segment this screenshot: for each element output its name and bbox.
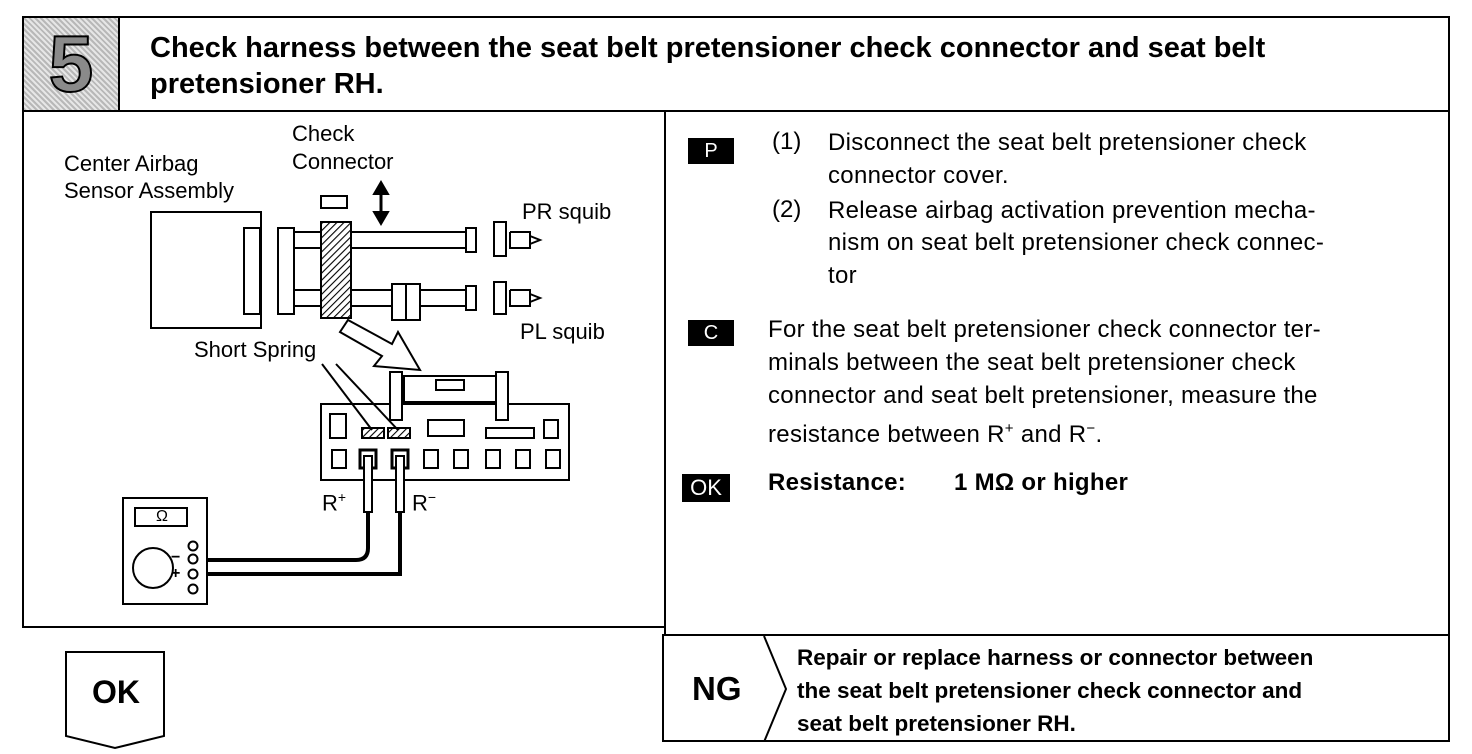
ok-result-label: OK <box>92 674 140 710</box>
step-2-line-3: tor <box>828 262 857 289</box>
connector-face <box>320 403 570 481</box>
diagram-panel <box>22 112 666 628</box>
center-airbag-label: Center Airbag <box>64 151 199 176</box>
check-badge: C <box>688 320 734 346</box>
spec-label: Resistance: <box>768 469 907 496</box>
ng-line-3: seat belt pretensioner RH. <box>797 711 1076 736</box>
short-spring-label: Short Spring <box>194 337 317 362</box>
ng-result-label: NG <box>692 670 742 707</box>
sensor-assembly-label: Sensor Assembly <box>64 178 234 203</box>
ng-line-2: the seat belt pretensioner check connect… <box>797 678 1303 703</box>
check-label: Check <box>292 121 355 146</box>
prep-badge: P <box>688 138 734 164</box>
step-2-number: (2) <box>772 196 802 223</box>
sensor-connector <box>243 227 261 315</box>
step-1-line-2: connector cover. <box>828 162 1009 189</box>
short-spring-2 <box>387 427 411 439</box>
step-header <box>22 16 1450 112</box>
pr-squib-label: PR squib <box>522 199 612 224</box>
procedure-panel <box>664 112 1450 634</box>
ng-result-box <box>662 634 1450 742</box>
check-connector-cover <box>320 195 348 209</box>
check-line-1: For the seat belt pretensioner check con… <box>768 316 1321 343</box>
check-line-4: resistance between R+ and R−. <box>768 420 1103 448</box>
connector-label: Connector <box>292 149 394 174</box>
r-plus-label: R+ <box>322 489 347 516</box>
check-line-3: connector and seat belt pretensioner, me… <box>768 382 1318 409</box>
step-number: 5 <box>48 18 95 109</box>
r-minus-label: R− <box>412 489 437 516</box>
short-spring-1 <box>361 427 385 439</box>
ng-text: Repair or replace harness or connector b… <box>797 641 1313 740</box>
meter-minus: − <box>171 549 181 566</box>
ng-divider <box>763 636 788 742</box>
check-line-2: minals between the seat belt pretensione… <box>768 349 1296 376</box>
step-number-box <box>24 18 120 110</box>
check-connector <box>320 221 352 319</box>
step-2-line-1: Release airbag activation prevention mec… <box>828 197 1316 224</box>
ohm-symbol: Ω <box>156 508 168 525</box>
spec-value: 1 MΩ or higher <box>954 469 1129 496</box>
meter-plus: + <box>171 565 181 582</box>
step-1-number: (1) <box>772 128 802 155</box>
step-1-line-1: Disconnect the seat belt pretensioner ch… <box>828 129 1307 156</box>
ok-badge: OK <box>682 474 730 502</box>
ok-result-arrow <box>65 651 165 750</box>
step-2-line-2: nism on seat belt pretensioner check con… <box>828 229 1325 256</box>
ng-line-1: Repair or replace harness or connector b… <box>797 645 1314 670</box>
step-title: Check harness between the seat belt pret… <box>150 32 1266 100</box>
pl-squib-label: PL squib <box>520 319 605 344</box>
